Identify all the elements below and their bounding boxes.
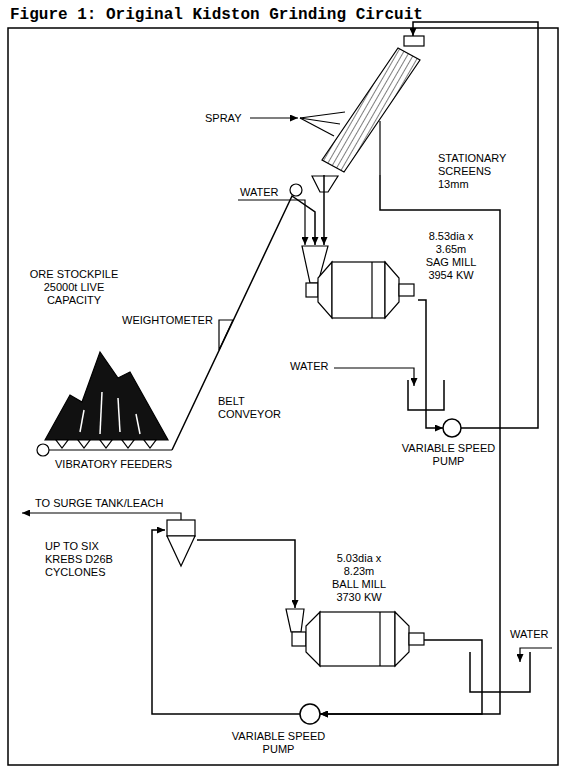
oversize-hopper xyxy=(312,176,338,192)
screen-deck xyxy=(322,48,420,172)
equipment-label: UP TO SIX KREBS D26B CYCLONES xyxy=(45,540,119,579)
belt-tail xyxy=(49,449,172,450)
ball-mill-symbol xyxy=(320,612,395,666)
ball-mill-symbol xyxy=(306,612,320,666)
flow-line xyxy=(323,175,325,245)
figure-frame xyxy=(8,28,558,765)
vibratory-feeder xyxy=(56,440,156,448)
equipment-box: STATIONARY SCREENS 13mm xyxy=(318,36,426,175)
spray-water xyxy=(250,112,345,136)
water-line xyxy=(334,368,414,386)
flow-label: WEIGHTOMETER xyxy=(122,314,213,327)
spray-water xyxy=(300,112,345,118)
sag-mill-symbol xyxy=(306,283,318,297)
flow-line xyxy=(197,540,295,608)
flow-label: SPRAY xyxy=(205,112,241,125)
cyclone-symbol xyxy=(167,536,195,566)
ore-stockpile xyxy=(45,352,168,440)
equipment-box: 8.53dia x 3.65m SAG MILL 3954 KW xyxy=(302,245,418,322)
sag-mill-symbol xyxy=(332,262,385,318)
flow-line xyxy=(320,175,500,714)
stockpile-streak xyxy=(136,414,140,434)
stockpile-streak xyxy=(100,392,102,434)
feed-box xyxy=(404,36,424,46)
pump-symbol xyxy=(300,704,320,724)
ball-mill-symbol xyxy=(292,632,306,646)
equipment-box: ORE STOCKPILE 25000t LIVE CAPACITY xyxy=(40,350,172,450)
tail-pulley xyxy=(37,444,49,456)
equipment-box: 5.03dia x 8.23m BALL MILL 3730 KW xyxy=(286,608,424,668)
stockpile-streak xyxy=(118,398,120,432)
ball-mill-symbol xyxy=(286,609,304,632)
flow-line xyxy=(413,22,538,428)
equipment-box: VARIABLE SPEED PUMP xyxy=(443,419,461,437)
sag-mill-symbol xyxy=(318,262,332,318)
ball-mill-symbol xyxy=(409,633,424,645)
ore-stockpile xyxy=(37,352,172,456)
flow-label: TO SURGE TANK/LEACH xyxy=(35,497,163,510)
equipment-label: ORE STOCKPILE 25000t LIVE CAPACITY xyxy=(28,268,120,307)
sag-mill-symbol xyxy=(371,262,372,318)
flow-label: WATER xyxy=(240,186,279,199)
flow-line xyxy=(152,530,300,714)
ball-mill-symbol xyxy=(286,609,424,666)
undersize-chute xyxy=(379,121,380,175)
stockpile-streak xyxy=(80,392,140,434)
stockpile-streak xyxy=(80,410,84,432)
equipment-label: VARIABLE SPEED PUMP xyxy=(400,442,497,468)
flow-line xyxy=(418,300,443,428)
sag-mill-symbol xyxy=(302,246,414,318)
flow-label: WATER xyxy=(510,628,549,641)
equipment-label: 5.03dia x 8.23m BALL MILL 3730 KW xyxy=(330,552,388,604)
ball-mill-symbol xyxy=(379,612,380,666)
equipment-box: UP TO SIX KREBS D26B CYCLONES xyxy=(165,518,197,566)
equipment-label: STATIONARY SCREENS 13mm xyxy=(438,152,513,191)
cyclone-symbol xyxy=(167,520,195,536)
spray-water xyxy=(250,117,298,118)
sag-mill-symbol xyxy=(399,284,414,296)
head-pulley xyxy=(290,184,302,196)
flow-label: BELT CONVEYOR xyxy=(218,395,284,421)
overflow-line xyxy=(22,513,181,520)
figure-title: Figure 1: Original Kidston Grinding Circ… xyxy=(10,6,423,24)
cyclone-symbol xyxy=(167,520,195,566)
sag-mill-symbol xyxy=(385,262,399,318)
equipment-box: VARIABLE SPEED PUMP xyxy=(300,704,320,724)
spray-water xyxy=(300,118,334,136)
water-line xyxy=(520,648,552,662)
flow-line xyxy=(320,640,482,714)
equipment-label: VARIABLE SPEED PUMP xyxy=(230,730,327,756)
pump-symbol xyxy=(443,419,461,437)
flow-label: WATER xyxy=(290,360,329,373)
ball-mill-symbol xyxy=(395,612,409,666)
equipment-label: 8.53dia x 3.65m SAG MILL 3954 KW xyxy=(424,230,478,282)
flow-label: VIBRATORY FEEDERS xyxy=(55,458,172,471)
